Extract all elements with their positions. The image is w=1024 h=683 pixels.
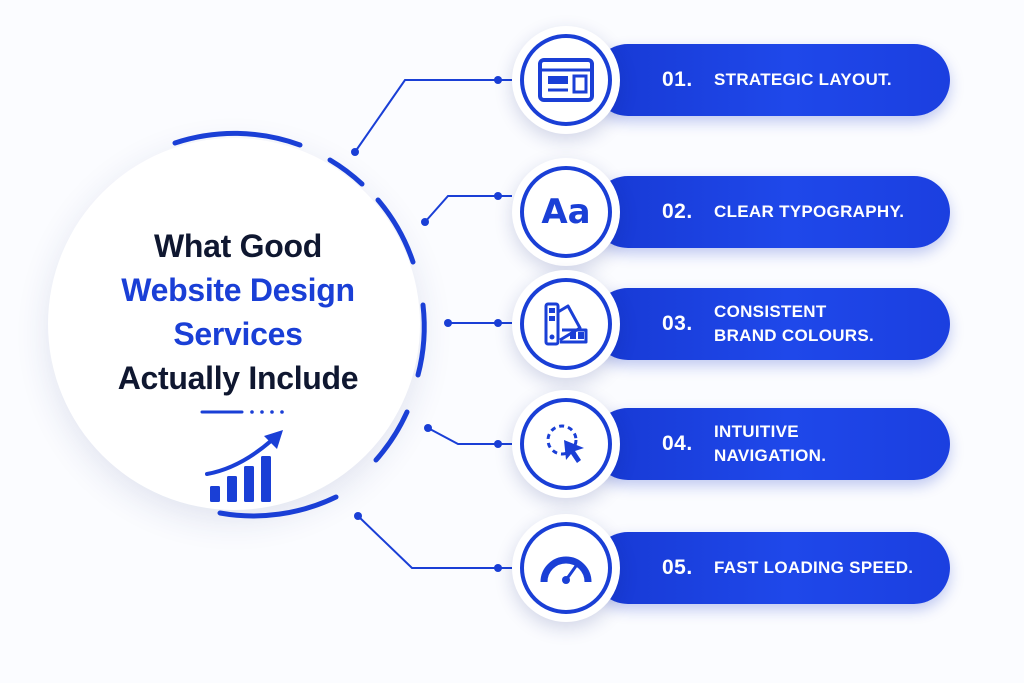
item-number: 01. <box>662 68 693 91</box>
item-label: CLEAR TYPOGRAPHY. <box>714 202 905 221</box>
item-badge <box>512 270 620 378</box>
hub-title-line-4: Actually Include <box>117 360 359 396</box>
list-item-strategic-layout: 01. STRATEGIC LAYOUT. <box>512 26 950 134</box>
item-number: 02. <box>662 200 693 223</box>
item-label-line-1: INTUITIVE <box>714 422 799 441</box>
item-number: 03. <box>662 312 693 335</box>
connector-02 <box>424 195 512 223</box>
item-label: INTUITIVE NAVIGATION. <box>714 420 826 468</box>
speedometer-icon <box>540 556 592 584</box>
item-pill <box>592 176 950 248</box>
item-label: STRATEGIC LAYOUT. <box>714 70 892 89</box>
item-label: FAST LOADING SPEED. <box>714 558 914 577</box>
connector-05 <box>357 515 512 569</box>
hub-title-line-3: Services <box>173 316 303 352</box>
item-label: CONSISTENT BRAND COLOURS. <box>714 300 874 348</box>
list-item-intuitive-navigation: 04. INTUITIVE NAVIGATION. <box>512 390 950 498</box>
item-badge <box>512 390 620 498</box>
item-badge <box>512 514 620 622</box>
hub-title-line-1: What Good <box>154 228 322 264</box>
layout-icon <box>538 58 594 102</box>
cursor-click-icon <box>546 424 584 463</box>
list-item-loading-speed: 05. FAST LOADING SPEED. <box>512 514 950 622</box>
item-pill <box>592 288 950 360</box>
central-hub-circle <box>48 138 420 510</box>
hub-title-line-2: Website Design <box>121 272 355 308</box>
item-pill <box>592 44 950 116</box>
item-badge: Aa <box>512 158 620 266</box>
item-number: 04. <box>662 432 693 455</box>
item-label-line-2: NAVIGATION. <box>714 446 827 465</box>
list-item-clear-typography: Aa 02. CLEAR TYPOGRAPHY. <box>512 158 950 266</box>
item-pill <box>592 532 950 604</box>
item-number: 05. <box>662 556 693 579</box>
color-palette-icon <box>544 302 588 346</box>
item-label-line-2: BRAND COLOURS. <box>714 326 875 345</box>
item-pill <box>592 408 950 480</box>
typography-icon: Aa <box>541 192 591 232</box>
hub-title: What Good Website Design Services Actual… <box>88 224 388 400</box>
list-item-brand-colours: 03. CONSISTENT BRAND COLOURS. <box>512 270 950 378</box>
item-label-line-1: CONSISTENT <box>714 302 827 321</box>
connector-01 <box>354 79 512 153</box>
item-badge <box>512 26 620 134</box>
